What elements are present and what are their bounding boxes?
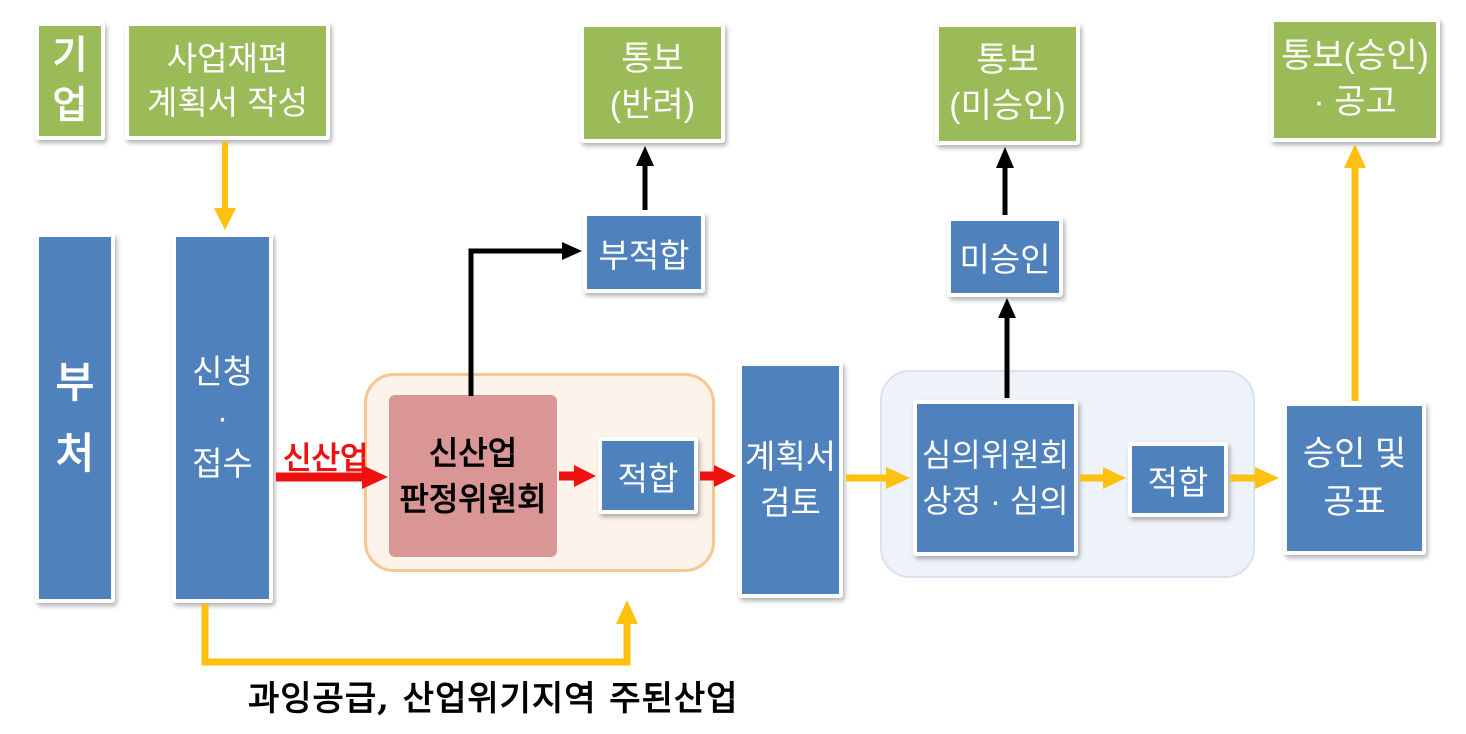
node-notify-reject: 통보 (반려) [580, 23, 725, 143]
arrow-approve-to-notify-approve [1344, 144, 1366, 401]
node-approve-publish: 승인 및 공표 [1283, 402, 1426, 555]
lane-company: 기 업 [35, 22, 105, 140]
bypass-note: 과잉공급, 산업위기지역 주된산업 [248, 679, 739, 719]
arrow-apply-bypass-to-review [201, 600, 638, 666]
arrow-unfit-to-notify-reject [636, 146, 654, 210]
arrow-plan-to-apply [214, 142, 236, 230]
node-council: 심의위원회 상정 · 심의 [913, 400, 1078, 556]
node-fit-2: 적합 [1128, 442, 1228, 517]
node-notify-approve: 통보(승인) · 공고 [1270, 18, 1440, 142]
node-notify-not-approved: 통보 (미승인) [935, 23, 1080, 145]
node-judge-committee: 신산업 판정위원회 [389, 395, 557, 557]
lane-ministry: 부 처 [35, 233, 115, 603]
node-plan-review: 계획서 검토 [738, 362, 843, 598]
node-plan-write: 사업재편 계획서 작성 [125, 22, 330, 140]
node-unfit: 부적합 [583, 212, 705, 293]
node-fit-1: 적합 [598, 437, 698, 514]
arrow-not-approved-to-notify [996, 147, 1014, 215]
node-not-approved: 미승인 [947, 217, 1063, 297]
node-apply-receive: 신청 · 접수 [172, 233, 273, 603]
new-industry-arrow-label: 신산업 [283, 441, 369, 477]
